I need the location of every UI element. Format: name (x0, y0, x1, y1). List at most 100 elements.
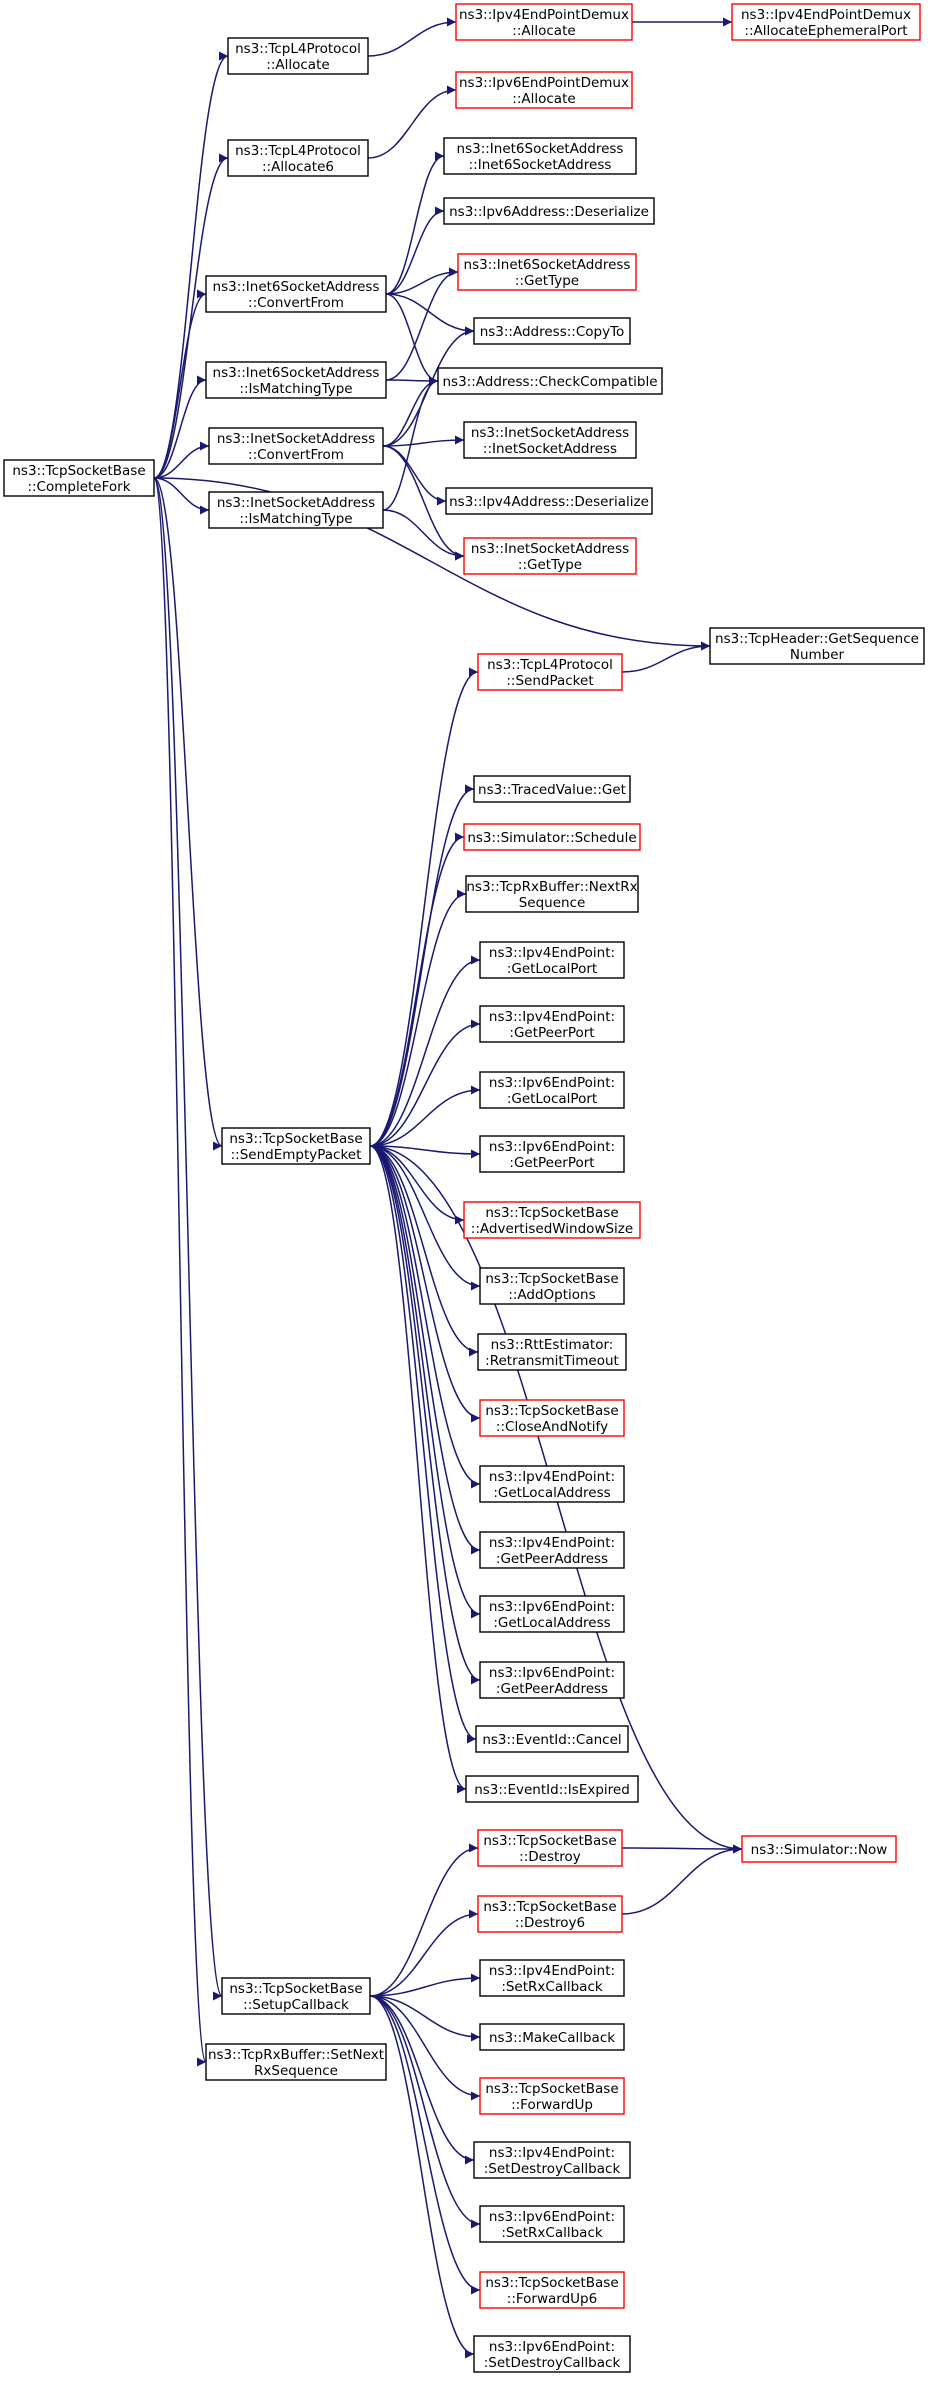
node-label-line: ns3::Ipv4EndPoint: (489, 1963, 615, 1979)
node-v6-getpeerport[interactable]: ns3::Ipv6EndPoint::GetPeerPort (479, 1135, 625, 1173)
node-v4-getlocaladdr[interactable]: ns3::Ipv4EndPoint::GetLocalAddress (479, 1465, 625, 1503)
node-box (463, 421, 637, 459)
node-add-options[interactable]: ns3::TcpSocketBase::AddOptions (479, 1267, 625, 1305)
node-i6-gettype[interactable]: ns3::Inet6SocketAddress::GetType (457, 253, 637, 291)
node-setup-cb[interactable]: ns3::TcpSocketBase::SetupCallback (221, 1977, 371, 2015)
node-ipv6-deser[interactable]: ns3::Ipv6Address::Deserialize (443, 197, 655, 225)
edge-i6_convert-to-i6_gettype (385, 267, 459, 295)
node-l4-alloc6[interactable]: ns3::TcpL4Protocol::Allocate6 (227, 139, 369, 177)
node-box (709, 627, 925, 665)
node-v6-demux-alloc[interactable]: ns3::Ipv6EndPointDemux::Allocate (455, 71, 633, 109)
node-box (479, 2271, 625, 2309)
node-label-line: :GetLocalAddress (493, 1485, 610, 1501)
node-label-line: ns3::MakeCallback (489, 2030, 615, 2046)
node-addr-check[interactable]: ns3::Address::CheckCompatible (437, 367, 663, 395)
node-label-line: ns3::TcpRxBuffer::NextRx (466, 879, 637, 895)
node-v4-setdestroycb[interactable]: ns3::Ipv4EndPoint::SetDestroyCallback (473, 2141, 631, 2179)
node-ev-cancel[interactable]: ns3::EventId::Cancel (475, 1725, 629, 1753)
node-close-notify[interactable]: ns3::TcpSocketBase::CloseAndNotify (479, 1399, 625, 1437)
edge-destroy-to-sim_now (621, 1844, 743, 1854)
node-label-line: ns3::Address::CopyTo (480, 324, 625, 340)
edge-send_empty-to-ev_expired (369, 1145, 467, 1794)
edge-root-to-set_next_rx (153, 477, 207, 2066)
node-label-line: ::Allocate (266, 57, 329, 73)
node-ev-expired[interactable]: ns3::EventId::IsExpired (465, 1775, 639, 1803)
node-v6-setdestroycb[interactable]: ns3::Ipv6EndPoint::SetDestroyCallback (473, 2335, 631, 2373)
node-label-line: ns3::InetSocketAddress (217, 431, 375, 447)
edge-i6_match-to-i6_gettype (385, 267, 459, 381)
node-l4-send[interactable]: ns3::TcpL4Protocol::SendPacket (477, 653, 623, 691)
edge-l4_alloc6-to-v6_demux_alloc (367, 85, 457, 159)
node-i4-match[interactable]: ns3::InetSocketAddress::IsMatchingType (208, 491, 384, 529)
node-i6-match[interactable]: ns3::Inet6SocketAddress::IsMatchingType (205, 361, 387, 399)
node-label-line: ::ForwardUp (511, 2097, 593, 2113)
node-destroy6[interactable]: ns3::TcpSocketBase::Destroy6 (477, 1895, 623, 1933)
node-v4-getpeerport[interactable]: ns3::Ipv4EndPoint::GetPeerPort (479, 1005, 625, 1043)
node-fwd-up[interactable]: ns3::TcpSocketBase::ForwardUp (479, 2077, 625, 2115)
edge-i4_match-to-i4_gettype (382, 509, 465, 561)
node-rto[interactable]: ns3::RttEstimator::RetransmitTimeout (477, 1333, 627, 1371)
node-v4-setrxcb[interactable]: ns3::Ipv4EndPoint::SetRxCallback (479, 1959, 625, 1997)
node-adv-window[interactable]: ns3::TcpSocketBase::AdvertisedWindowSize (463, 1201, 641, 1239)
edge-send_empty-to-v4_getpeerport (369, 1019, 481, 1147)
node-label-line: :GetLocalPort (507, 1091, 597, 1107)
node-fwd-up6[interactable]: ns3::TcpSocketBase::ForwardUp6 (479, 2271, 625, 2309)
node-box (463, 823, 641, 851)
node-label-line: ::ConvertFrom (248, 447, 344, 463)
node-v6-getlocalport[interactable]: ns3::Ipv6EndPoint::GetLocalPort (479, 1071, 625, 1109)
node-label-line: ns3::Ipv6EndPoint: (489, 1665, 615, 1681)
node-box (221, 1977, 371, 2015)
node-box (479, 2077, 625, 2115)
node-label-line: ns3::TcpSocketBase (483, 1899, 616, 1915)
node-i6-convert[interactable]: ns3::Inet6SocketAddress::ConvertFrom (205, 275, 387, 313)
node-v6-getpeeraddr[interactable]: ns3::Ipv6EndPoint::GetPeerAddress (479, 1661, 625, 1699)
node-box (741, 1835, 897, 1863)
node-make-cb[interactable]: ns3::MakeCallback (479, 2023, 625, 2051)
node-box (465, 1775, 639, 1803)
node-box (479, 1399, 625, 1437)
node-l4-alloc[interactable]: ns3::TcpL4Protocol::Allocate (227, 37, 369, 75)
node-label-line: ns3::Simulator::Schedule (467, 830, 636, 846)
node-v4-getpeeraddr[interactable]: ns3::Ipv4EndPoint::GetPeerAddress (479, 1531, 625, 1569)
node-box (463, 537, 637, 575)
nodes-layer: ns3::TcpSocketBase::CompleteForkns3::Tcp… (3, 3, 925, 2373)
node-label-line: ns3::Ipv4EndPointDemux (459, 7, 629, 23)
node-v6-getlocaladdr[interactable]: ns3::Ipv6EndPoint::GetLocalAddress (479, 1595, 625, 1633)
node-sim-schedule[interactable]: ns3::Simulator::Schedule (463, 823, 641, 851)
node-label-line: ns3::InetSocketAddress (471, 541, 629, 557)
node-sim-now[interactable]: ns3::Simulator::Now (741, 1835, 897, 1863)
node-addr-copyto[interactable]: ns3::Address::CopyTo (473, 317, 631, 345)
node-i4-convert[interactable]: ns3::InetSocketAddress::ConvertFrom (208, 427, 384, 465)
node-destroy[interactable]: ns3::TcpSocketBase::Destroy (477, 1829, 623, 1867)
node-v4-demux-alloc[interactable]: ns3::Ipv4EndPointDemux::Allocate (455, 3, 633, 41)
node-label-line: ns3::TcpSocketBase (485, 2081, 618, 2097)
node-i6-ctor[interactable]: ns3::Inet6SocketAddress::Inet6SocketAddr… (443, 137, 637, 175)
node-v4-demux-eph[interactable]: ns3::Ipv4EndPointDemux::AllocateEphemera… (731, 3, 921, 41)
node-ipv4-deser[interactable]: ns3::Ipv4Address::Deserialize (445, 487, 653, 515)
node-box (443, 137, 637, 175)
edge-setup_cb-to-make_cb (369, 1995, 481, 2042)
node-label-line: ::Destroy6 (515, 1915, 585, 1931)
node-v6-setrxcb[interactable]: ns3::Ipv6EndPoint::SetRxCallback (479, 2205, 625, 2243)
node-send-empty[interactable]: ns3::TcpSocketBase::SendEmptyPacket (221, 1127, 371, 1165)
edge-i6_convert-to-addr_copyto (385, 293, 475, 336)
node-i4-gettype[interactable]: ns3::InetSocketAddress::GetType (463, 537, 637, 575)
node-label-line: ns3::Inet6SocketAddress (213, 279, 380, 295)
node-v4-getlocalport[interactable]: ns3::Ipv4EndPoint::GetLocalPort (479, 941, 625, 979)
node-label-line: ns3::Ipv4EndPointDemux (741, 7, 911, 23)
node-i4-ctor[interactable]: ns3::InetSocketAddress::InetSocketAddres… (463, 421, 637, 459)
node-label-line: ns3::Ipv6EndPoint: (489, 1599, 615, 1615)
edge-root-to-tcp_hdr_seq (153, 477, 711, 651)
node-traced-get[interactable]: ns3::TracedValue::Get (473, 775, 631, 803)
node-label-line: ::CloseAndNotify (496, 1419, 608, 1435)
edge-send_empty-to-v6_getpeerport (369, 1145, 481, 1159)
edge-send_empty-to-v6_getlocalport (369, 1085, 481, 1147)
node-box (443, 197, 655, 225)
node-label-line: :SetRxCallback (501, 2225, 603, 2241)
node-label-line: ::Destroy (519, 1849, 581, 1865)
node-label-line: ns3::TcpSocketBase (485, 2275, 618, 2291)
